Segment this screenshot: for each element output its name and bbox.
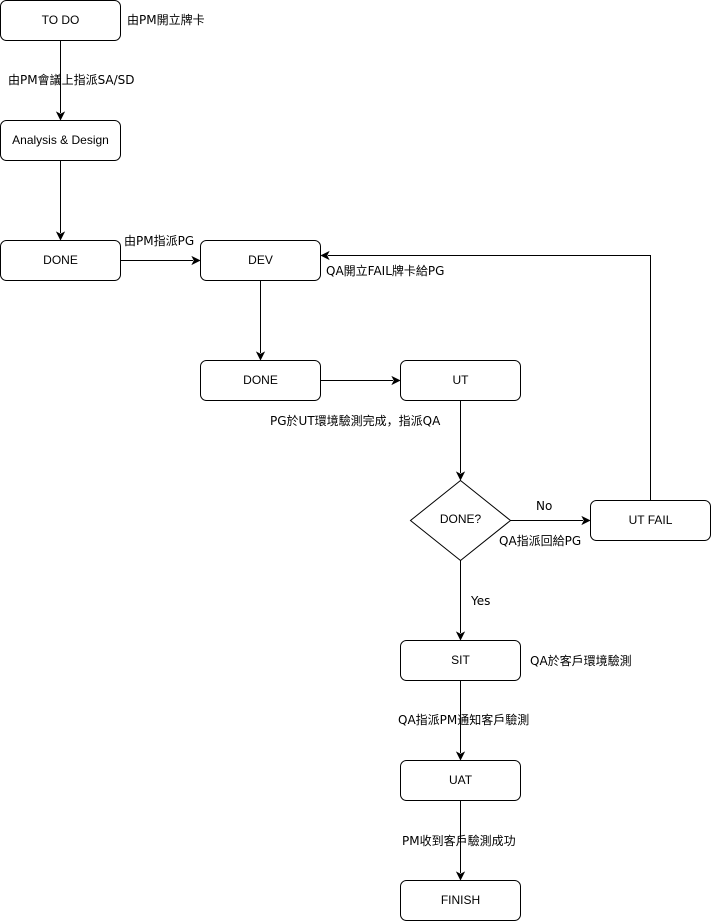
node-done-1[interactable]: DONE (0, 240, 121, 281)
arrow-head (191, 255, 201, 266)
node-todo[interactable]: TO DO (0, 0, 121, 41)
edge-utfail-dev (328, 255, 651, 501)
arrow-head (455, 471, 466, 481)
arrow-head (455, 631, 466, 641)
node-done-2[interactable]: DONE (200, 360, 321, 401)
label-todo-to-analysis: 由PM會議上指派SA/SD (8, 72, 135, 87)
arrow-head (455, 751, 466, 761)
node-done-1-label: DONE (43, 253, 78, 267)
node-dev-label: DEV (248, 253, 273, 267)
node-todo-label: TO DO (42, 13, 80, 27)
node-ut-label: UT (453, 373, 470, 387)
node-sit[interactable]: SIT (400, 640, 521, 681)
node-analysis-design[interactable]: Analysis & Design (0, 120, 121, 161)
arrow-head (55, 111, 66, 121)
note-sit-client-env: QA於客戶環境驗測 (530, 653, 632, 668)
node-dev[interactable]: DEV (200, 240, 321, 281)
node-ut[interactable]: UT (400, 360, 521, 401)
arrow-head (320, 250, 330, 261)
node-finish-label: FINISH (441, 893, 480, 907)
label-qa-assign-back-pg: QA指派回給PG (499, 533, 581, 548)
node-finish[interactable]: FINISH (400, 880, 521, 921)
note-todo-opened-by-pm: 由PM開立牌卡 (127, 12, 205, 27)
node-done-2-label: DONE (243, 373, 278, 387)
node-uat-label: UAT (449, 773, 473, 787)
node-uat[interactable]: UAT (400, 760, 521, 801)
node-decision-done[interactable]: DONE? (409, 479, 512, 562)
node-sit-label: SIT (451, 653, 470, 667)
node-ut-fail-label: UT FAIL (629, 513, 673, 527)
node-decision-done-label: DONE? (440, 512, 482, 526)
arrow-head (581, 515, 591, 526)
label-yes: Yes (470, 594, 490, 608)
label-sit-to-uat: QA指派PM通知客戶驗測 (398, 712, 529, 727)
arrow-head (55, 231, 66, 241)
arrow-head (255, 351, 266, 361)
label-ut-complete-assign-qa: PG於UT環境驗測完成，指派QA (270, 413, 441, 428)
arrow-head (391, 375, 401, 386)
node-analysis-design-label: Analysis & Design (12, 133, 109, 147)
node-ut-fail[interactable]: UT FAIL (590, 500, 711, 541)
label-uat-to-finish: PM收到客戶驗測成功 (402, 833, 516, 848)
label-fail-card-to-pg: QA開立FAIL牌卡給PG (326, 263, 444, 278)
arrow-head (455, 871, 466, 881)
label-no: No (536, 499, 552, 513)
label-done1-to-dev: 由PM指派PG (124, 233, 194, 248)
